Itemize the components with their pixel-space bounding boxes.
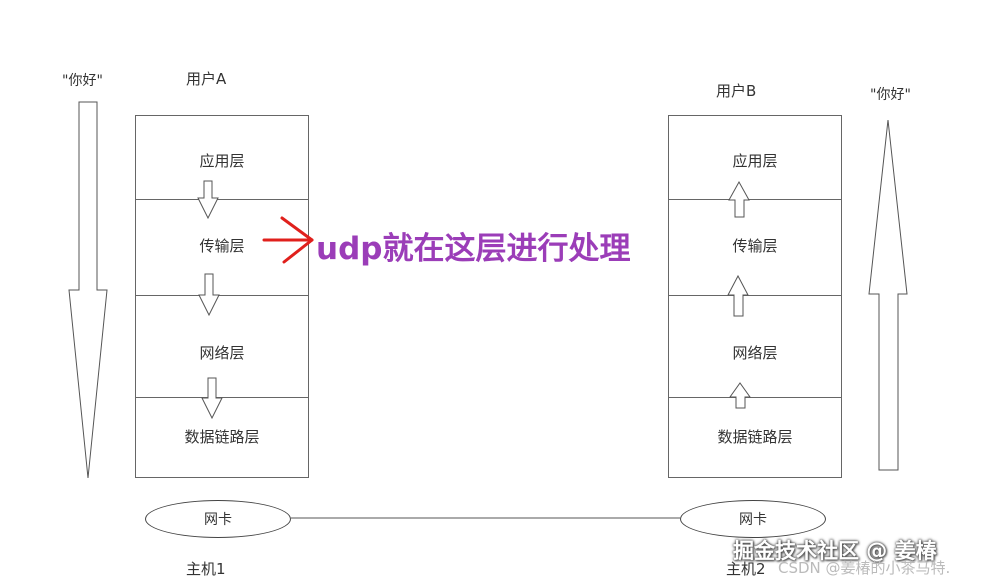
right-small-arrow-2 (727, 274, 749, 317)
right-nic: 网卡 (680, 500, 826, 538)
left-layer-application: 应用层 (136, 116, 308, 200)
right-protocol-stack: 应用层 传输层 网络层 数据链路层 (668, 115, 842, 478)
right-hello-label: "你好" (870, 87, 911, 103)
left-small-arrow-3 (201, 377, 223, 420)
right-layer-application-label: 应用层 (732, 152, 778, 170)
right-nic-label: 网卡 (739, 512, 767, 528)
right-small-arrow-1 (728, 180, 750, 218)
right-layer-network: 网络层 (669, 295, 841, 398)
left-layer-application-label: 应用层 (199, 152, 245, 170)
csdn-watermark: CSDN @姜椿的小茶马特. (778, 559, 951, 577)
left-layer-transport: 传输层 (136, 199, 308, 296)
right-layer-datalink-label: 数据链路层 (717, 428, 793, 446)
left-small-arrow-1 (197, 180, 219, 220)
right-layer-network-label: 网络层 (732, 344, 778, 362)
host-2-label: 主机2 (726, 560, 766, 578)
host-1-label: 主机1 (186, 560, 226, 578)
right-layer-datalink: 数据链路层 (669, 397, 841, 478)
red-pointer-arrow (262, 216, 314, 264)
left-big-down-arrow (68, 101, 108, 479)
udp-callout-text: udp就在这层进行处理 (316, 231, 631, 267)
user-a-label: 用户A (186, 70, 227, 88)
right-layer-application: 应用层 (669, 116, 841, 200)
left-layer-network-label: 网络层 (199, 344, 245, 362)
left-nic-label: 网卡 (204, 512, 232, 528)
left-layer-datalink-label: 数据链路层 (184, 428, 260, 446)
left-nic: 网卡 (145, 500, 291, 538)
right-small-arrow-3 (729, 382, 751, 409)
left-protocol-stack: 应用层 传输层 网络层 数据链路层 (135, 115, 309, 478)
left-hello-label: "你好" (62, 73, 103, 89)
juejin-watermark: 掘金技术社区 @ 姜椿 (733, 539, 937, 563)
right-layer-transport-label: 传输层 (732, 237, 778, 255)
right-layer-transport: 传输层 (669, 199, 841, 296)
left-small-arrow-2 (198, 273, 220, 317)
right-big-up-arrow (868, 119, 908, 471)
left-layer-transport-label: 传输层 (199, 237, 245, 255)
left-layer-network: 网络层 (136, 295, 308, 398)
user-b-label: 用户B (716, 82, 757, 100)
